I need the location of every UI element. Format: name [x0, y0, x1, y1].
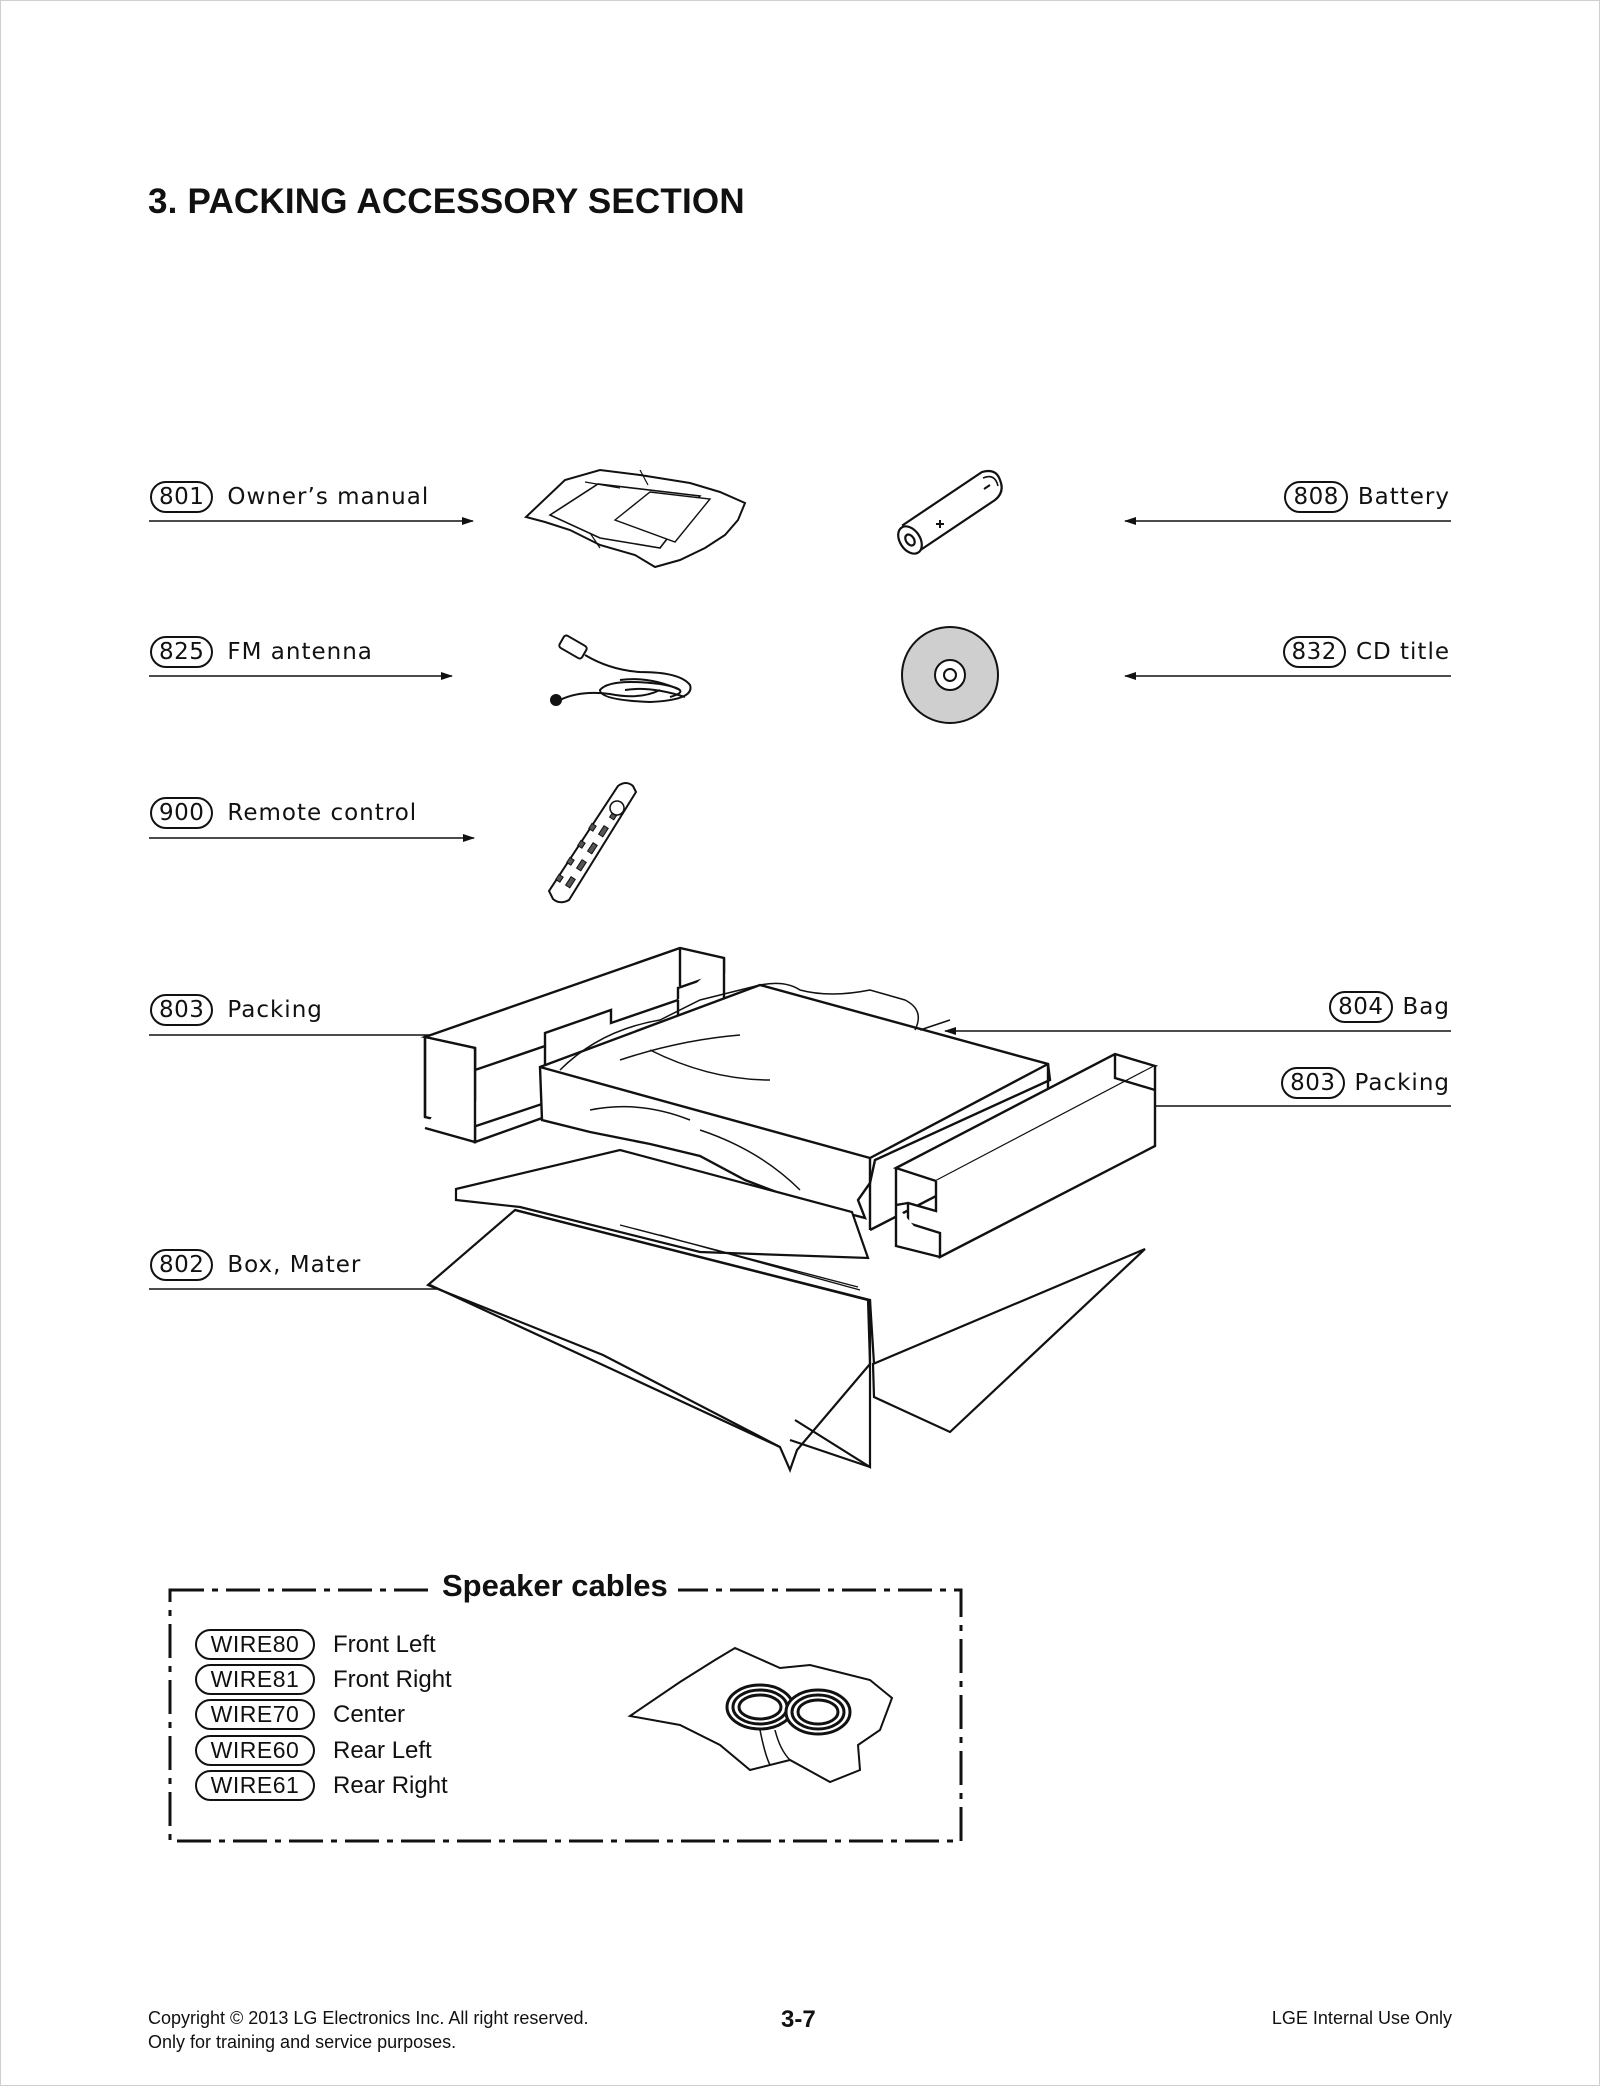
part-code-badge: 802: [150, 1249, 214, 1281]
callout-owners-manual: 801 Owner’s manual: [150, 481, 429, 513]
callout-cd-title: 832 CD title: [1282, 636, 1450, 668]
footer-copyright: Copyright © 2013 LG Electronics Inc. All…: [148, 2008, 589, 2028]
part-code-badge: 808: [1284, 481, 1348, 513]
speaker-cable-row: WIRE81 Front Right: [195, 1664, 452, 1695]
part-code-badge: 801: [150, 481, 214, 513]
page-number: 3-7: [781, 2006, 816, 2033]
callout-packing-left: 803 Packing: [150, 994, 323, 1026]
part-label: Owner’s manual: [227, 484, 430, 510]
callout-box: 802 Box, Mater: [150, 1249, 361, 1281]
part-label: Remote control: [227, 800, 418, 826]
part-label: Bag: [1402, 994, 1450, 1020]
leader-lines: [149, 517, 1451, 1293]
footer-left: Copyright © 2013 LG Electronics Inc. All…: [148, 2006, 588, 2054]
part-code-badge: 825: [150, 636, 214, 668]
part-code-badge: 803: [150, 994, 214, 1026]
wire-label: Front Left: [333, 1630, 436, 1658]
part-label: Packing: [227, 997, 323, 1023]
fm-antenna-illustration: [550, 634, 692, 706]
speaker-cables-frame: [168, 1588, 963, 1843]
wire-code-badge: WIRE80: [195, 1629, 315, 1660]
speaker-cables-illustration: [627, 1646, 894, 1784]
callout-battery: 808 Battery: [1284, 481, 1450, 513]
speaker-cable-row: WIRE80 Front Left: [195, 1629, 436, 1660]
packing-foam-left: [420, 946, 726, 1144]
callout-bag: 804 Bag: [1329, 991, 1450, 1023]
part-code-badge: 900: [150, 797, 214, 829]
wire-code-badge: WIRE61: [195, 1770, 315, 1801]
part-code-badge: 832: [1282, 636, 1346, 668]
callout-packing-right: 803 Packing: [1281, 1067, 1450, 1099]
wire-label: Front Right: [333, 1665, 452, 1693]
part-code-badge: 803: [1281, 1067, 1345, 1099]
part-label: CD title: [1355, 639, 1450, 665]
remote-control-illustration: [547, 782, 638, 904]
speaker-cables-title: Speaker cables: [432, 1568, 678, 1604]
part-label: Battery: [1357, 484, 1450, 510]
part-label: Packing: [1354, 1070, 1450, 1096]
footer-note: Only for training and service purposes.: [148, 2032, 457, 2052]
callout-remote-control: 900 Remote control: [150, 797, 417, 829]
battery-illustration: [897, 469, 1003, 555]
speaker-cable-row: WIRE60 Rear Left: [195, 1735, 432, 1766]
part-code-badge: 804: [1329, 991, 1393, 1023]
wire-code-badge: WIRE81: [195, 1664, 315, 1695]
box-illustration: [425, 1148, 1146, 1474]
wire-code-badge: WIRE60: [195, 1735, 315, 1766]
part-label: FM antenna: [227, 639, 373, 665]
packing-foam-right: [892, 1052, 1159, 1259]
speaker-cable-row: WIRE70 Center: [195, 1699, 405, 1730]
part-label: Box, Mater: [227, 1252, 362, 1278]
page-title: 3. PACKING ACCESSORY SECTION: [148, 182, 745, 221]
wire-label: Rear Right: [333, 1771, 448, 1799]
speaker-cable-row: WIRE61 Rear Right: [195, 1770, 448, 1801]
wire-label: Rear Left: [333, 1736, 432, 1764]
wire-code-badge: WIRE70: [195, 1699, 315, 1730]
callout-fm-antenna: 825 FM antenna: [150, 636, 373, 668]
cd-illustration: [901, 626, 999, 724]
wire-label: Center: [333, 1700, 406, 1728]
owners-manual-illustration: [524, 468, 747, 569]
footer-confidential: LGE Internal Use Only: [1271, 2008, 1452, 2028]
